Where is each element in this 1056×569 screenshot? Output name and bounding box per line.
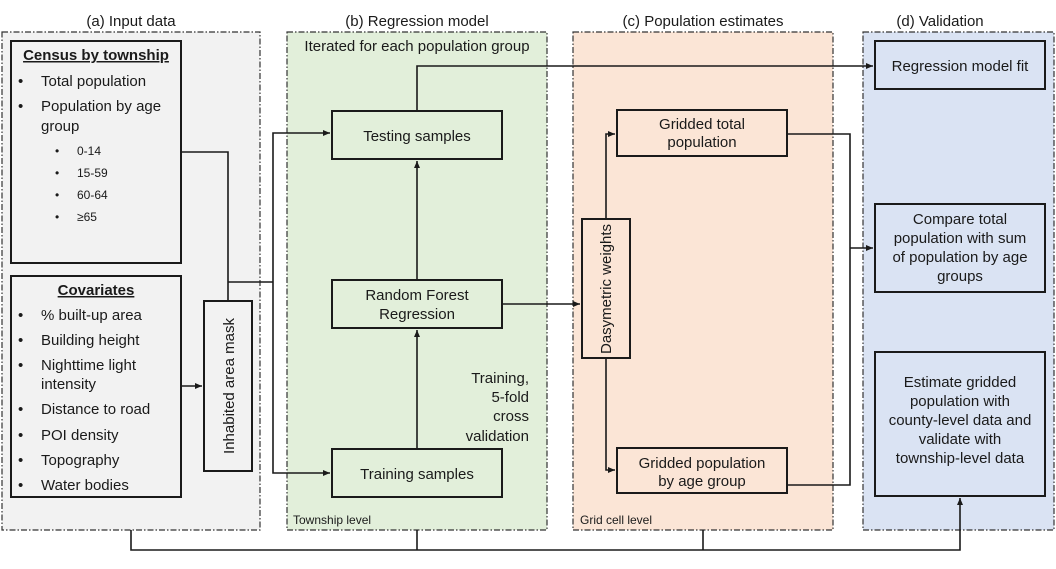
covariate-item: Water bodies — [41, 477, 129, 494]
svg-text:•: • — [18, 401, 23, 418]
testing-samples-box: Testing samples — [331, 110, 503, 160]
svg-text:•: • — [55, 210, 59, 224]
svg-text:•: • — [18, 477, 23, 494]
covariate-item: intensity — [41, 376, 97, 393]
age-group-item: 60-64 — [77, 188, 108, 202]
training-samples-box: Training samples — [331, 448, 503, 498]
connector-to-training — [272, 282, 330, 476]
svg-text:•: • — [18, 332, 23, 349]
regression-fit-box: Regression model fit — [874, 40, 1046, 90]
township-level-label: Township level — [293, 513, 371, 527]
testing-samples-label: Testing samples — [363, 128, 471, 145]
age-group-item: ≥65 — [77, 210, 97, 224]
svg-text:•: • — [18, 307, 23, 324]
regression-subtitle: Iterated for each population group — [304, 38, 529, 55]
grid-cell-level-label: Grid cell level — [580, 513, 652, 527]
covariate-item: Distance to road — [41, 401, 150, 418]
covariate-item: POI density — [41, 427, 119, 444]
svg-text:validation: validation — [466, 428, 529, 445]
connector-dasymetric-to-total — [605, 131, 615, 219]
covariate-item: % built-up area — [41, 307, 143, 324]
connector-dasymetric-to-age — [605, 358, 615, 473]
svg-text:county-level data and: county-level data and — [889, 412, 1032, 429]
svg-text:•: • — [18, 357, 23, 374]
svg-text:Gridded population: Gridded population — [639, 455, 766, 472]
covariate-item: Building height — [41, 332, 140, 349]
svg-text:5-fold: 5-fold — [491, 389, 529, 406]
connector-census-to-junction — [181, 151, 229, 301]
svg-text:Training,: Training, — [471, 370, 529, 387]
covariate-item: Topography — [41, 452, 120, 469]
svg-text:•: • — [18, 427, 23, 444]
census-item: group — [41, 118, 79, 135]
connector-to-testing — [272, 130, 330, 282]
county-estimate-validation-box: Estimate gridded population with county-… — [874, 351, 1046, 497]
covariates-heading: Covariates — [58, 282, 135, 299]
svg-text:•: • — [55, 188, 59, 202]
svg-text:of population by age: of population by age — [892, 249, 1027, 266]
covariate-item: Nighttime light — [41, 357, 137, 374]
svg-text:groups: groups — [937, 268, 983, 285]
svg-text:cross: cross — [493, 408, 529, 425]
panel-title-validation: (d) Validation — [896, 13, 983, 30]
svg-text:township-level data: township-level data — [896, 450, 1025, 467]
compare-population-box: Compare total population with sum of pop… — [874, 203, 1046, 293]
inhabited-area-mask-label: Inhabited area mask — [221, 318, 238, 454]
random-forest-box: Random Forest Regression — [331, 279, 503, 329]
random-forest-label: Random Forest — [365, 287, 469, 304]
dasymetric-weights-label: Dasymetric weights — [598, 224, 615, 354]
connector-bottom-feedback — [130, 498, 963, 551]
age-group-item: 0-14 — [77, 144, 101, 158]
svg-text:by age group: by age group — [658, 473, 746, 490]
census-item: Population by age — [41, 98, 161, 115]
svg-text:•: • — [18, 98, 23, 115]
inhabited-area-mask-box: Inhabited area mask — [203, 300, 253, 472]
svg-text:Compare total: Compare total — [913, 211, 1007, 228]
connector-total-to-compare — [787, 133, 851, 486]
svg-text:•: • — [55, 144, 59, 158]
training-samples-label: Training samples — [360, 466, 474, 483]
svg-text:population: population — [667, 134, 736, 151]
panel-title-estimates: (c) Population estimates — [623, 13, 784, 30]
training-note: Training, 5-fold cross validation — [466, 370, 529, 445]
svg-text:Estimate gridded: Estimate gridded — [904, 374, 1017, 391]
svg-text:Regression model fit: Regression model fit — [892, 58, 1030, 75]
connector-testing-to-fit — [416, 63, 873, 111]
svg-text:•: • — [18, 452, 23, 469]
census-box: Census by township • Total population • … — [10, 40, 182, 264]
svg-text:•: • — [55, 166, 59, 180]
svg-text:validate with: validate with — [919, 431, 1002, 448]
random-forest-label: Regression — [379, 306, 455, 323]
svg-text:•: • — [18, 73, 23, 90]
gridded-age-population-box: Gridded population by age group — [616, 447, 788, 494]
dasymetric-weights-box: Dasymetric weights — [581, 218, 631, 359]
svg-text:population with: population with — [910, 393, 1010, 410]
gridded-total-population-box: Gridded total population — [616, 109, 788, 157]
covariates-box: Covariates • % built-up area • Building … — [10, 275, 182, 498]
census-heading: Census by township — [23, 47, 169, 64]
census-item: Total population — [41, 73, 146, 90]
panel-title-regression: (b) Regression model — [345, 13, 488, 30]
age-group-item: 15-59 — [77, 166, 108, 180]
svg-text:population with sum: population with sum — [894, 230, 1027, 247]
panel-title-input: (a) Input data — [86, 13, 176, 30]
svg-text:Gridded total: Gridded total — [659, 116, 745, 133]
